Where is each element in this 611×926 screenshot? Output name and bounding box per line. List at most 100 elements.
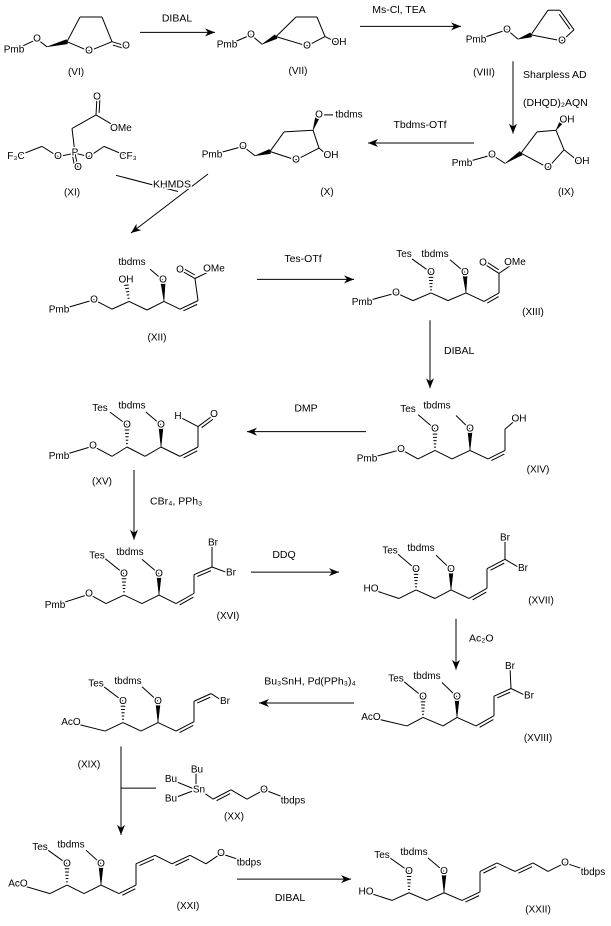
double-bond [183,267,195,276]
atom-label: OH [575,156,590,167]
single-bond [57,152,76,158]
compound-IX: Pmb O O OH OH (IX) [450,113,591,199]
atom-label: OH [119,275,134,286]
atom-label: tbdps [581,867,605,878]
atom-label: tbdms [413,671,440,682]
atom-label: Pmb [45,600,66,611]
atom-label: Br [500,533,511,544]
single-bond [111,301,130,310]
single-bond [103,686,124,702]
compound-number: (XV) [92,476,112,487]
wedge-bond [555,118,566,131]
compound-X: Pmb O O OH O tbdms (X) [200,108,364,199]
single-bond [498,261,516,274]
single-bond [13,38,38,51]
single-bond [211,145,244,156]
atom-label: Pmb [452,158,473,169]
single-bond [104,722,124,732]
single-bond [441,682,458,698]
single-bond [71,114,97,129]
wedge-bond [261,34,278,45]
arrowhead [452,659,460,670]
single-bond [66,16,81,42]
single-bond [559,9,575,31]
atom-label: tbdps [237,858,261,869]
arrowhead [131,223,142,233]
atom-label: HO [364,584,379,595]
atom-label: tbdps [281,795,305,806]
reagent-label: Tbdms-OTf [393,119,446,131]
atom-label: OH [324,150,339,161]
single-bond [70,722,106,732]
wedge-bond [155,702,161,723]
compound-XIX: AcO O Tes O tbdms Br (XIX) [60,675,232,772]
single-bond [157,722,177,732]
atom-label: O [461,267,469,278]
atom-label: Tes [92,403,108,414]
single-bond [201,791,214,800]
atom-label: Bu [165,794,177,805]
atom-label: O [239,141,247,152]
single-bond [318,147,328,156]
compound-number: (X) [320,187,333,198]
single-bond [295,147,320,161]
single-bond [145,411,162,426]
single-bond [451,449,471,460]
single-bond [71,128,76,154]
atom-label: O [247,29,255,40]
double-bond [487,296,499,304]
compound-number: (XX) [224,812,244,823]
compound-number: (VI) [68,67,84,78]
single-bond [400,449,419,460]
single-bond [122,722,142,732]
atom-label: tbdms [118,257,145,268]
atom-label: Tes [88,679,104,690]
single-bond [111,41,127,47]
single-bond [465,292,485,302]
single-bond [361,292,397,303]
wedge-bond [462,273,468,294]
arrowhead [329,568,339,577]
double-bond [122,888,136,896]
single-bond [275,16,297,37]
single-bond [427,857,445,872]
single-bond [509,668,512,689]
single-bond [536,129,557,133]
single-bond [365,891,393,901]
atom-label: O [93,92,101,103]
single-bond [175,592,195,605]
compound-XXII: HO O Tes O tbdms O tbdps (XXII) [357,846,607,917]
atom-label: O [54,151,62,162]
single-bond [482,262,500,274]
single-bond [54,593,90,606]
reagent-label: Sharpless AD [523,69,587,81]
single-bond [66,884,85,895]
atom-label: O [97,858,105,869]
single-bond [397,553,417,570]
double-bond [71,155,76,167]
atom-label: O [558,35,566,46]
reagent-label: DDQ [272,549,295,561]
atom-label: O [85,589,93,600]
single-bond [520,152,549,169]
atom-label: O [303,41,311,52]
single-bond [17,883,51,895]
single-bond [450,589,470,599]
atom-label: O [440,866,448,877]
single-bond [316,16,326,37]
single-bond [146,301,165,311]
single-bond [74,152,90,158]
single-bond [197,415,214,427]
atom-label: O [120,568,128,579]
atom-label: AcO [361,712,381,723]
single-bond [479,862,498,872]
atom-label: Br [208,538,219,549]
compound-XII: Pmb O OH O tbdms O OMe (XII) [47,255,227,345]
wedge-bond [98,865,104,886]
single-bond [250,34,263,45]
reagent-label: DMP [294,403,317,415]
double-bond [139,858,155,866]
reagent-label: (DHQD)₂AQN [523,97,588,109]
single-bond [179,446,199,457]
single-bond [391,892,410,901]
